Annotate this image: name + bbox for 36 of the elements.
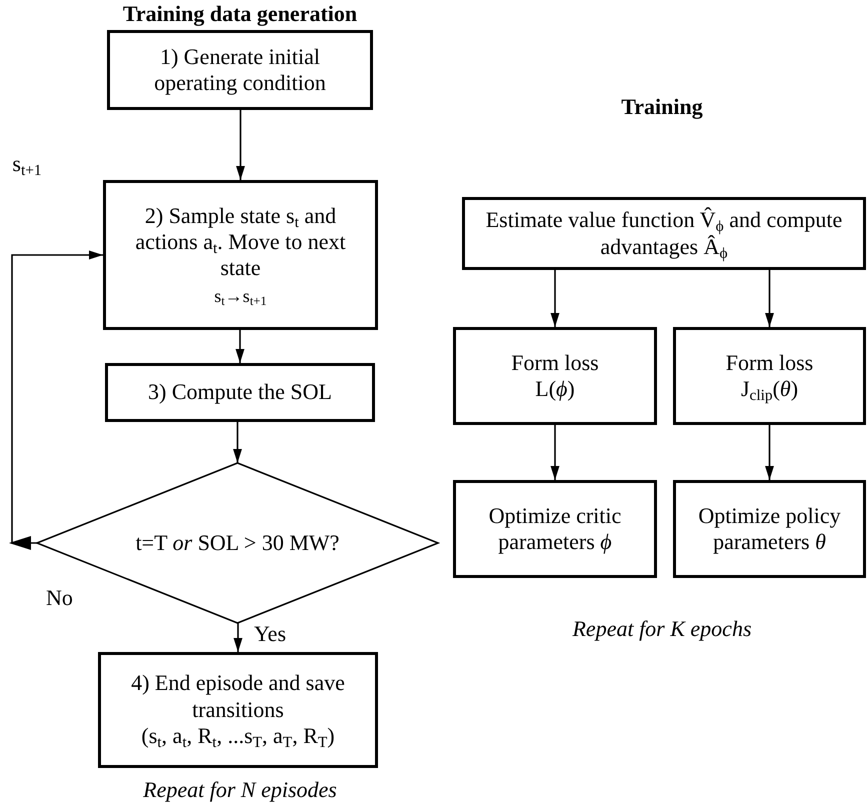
- arrow: [236, 330, 244, 363]
- arrow: [234, 623, 242, 652]
- decision-diamond: [37, 463, 438, 623]
- step-text: t=T or SOL > 30 MW?: [134, 530, 340, 556]
- process-box: [462, 197, 866, 270]
- step-text: 3) Compute the SOL: [147, 379, 333, 406]
- process-box: [453, 327, 657, 425]
- formula-text: s$_{t}$→s$_{t+1}$: [213, 286, 268, 308]
- process-box: [105, 363, 375, 422]
- step-text: Form loss L(ϕ): [510, 350, 600, 402]
- repeat-note: Repeat for N episodes: [143, 778, 337, 802]
- formula-text: (s$_{t}$, a$_{t}$, R$_{t}$, ...s$_{T}$, a$_{T}$, R$_{T}$): [140, 723, 336, 750]
- step-text: Optimize critic parameters ϕ: [488, 502, 622, 556]
- heading: Training: [621, 95, 703, 120]
- arrow: [765, 270, 774, 327]
- arrow: [765, 425, 774, 480]
- step-text: 2) Sample state s$_{t}$ and actions a$_{t}$. Move to next state: [134, 202, 347, 282]
- arrow: [233, 422, 242, 463]
- step-text: Optimize policy parameters θ: [697, 502, 842, 556]
- process-box: [103, 180, 378, 330]
- step-text: Estimate value function V̂$_{ϕ}$ and compute advantages Â$_{ϕ}$: [484, 207, 844, 260]
- heading: Training data generation: [122, 2, 358, 26]
- process-box: [107, 30, 373, 110]
- process-box: [453, 480, 657, 578]
- step-text: 4) End episode and save transitions: [130, 670, 346, 724]
- step-text: Form loss J$_{clip}$(θ): [724, 350, 814, 402]
- arrow: [236, 110, 245, 180]
- process-box: [98, 652, 378, 768]
- process-box: [673, 327, 866, 425]
- step-text: 1) Generate initial operating condition: [153, 44, 327, 96]
- arrow: [550, 425, 560, 480]
- process-box: [673, 480, 866, 578]
- repeat-note: Repeat for K epochs: [572, 617, 752, 642]
- state-label: s$_{t+1}$: [12, 152, 42, 176]
- arrow: [550, 270, 560, 327]
- arrow: [9, 250, 103, 550]
